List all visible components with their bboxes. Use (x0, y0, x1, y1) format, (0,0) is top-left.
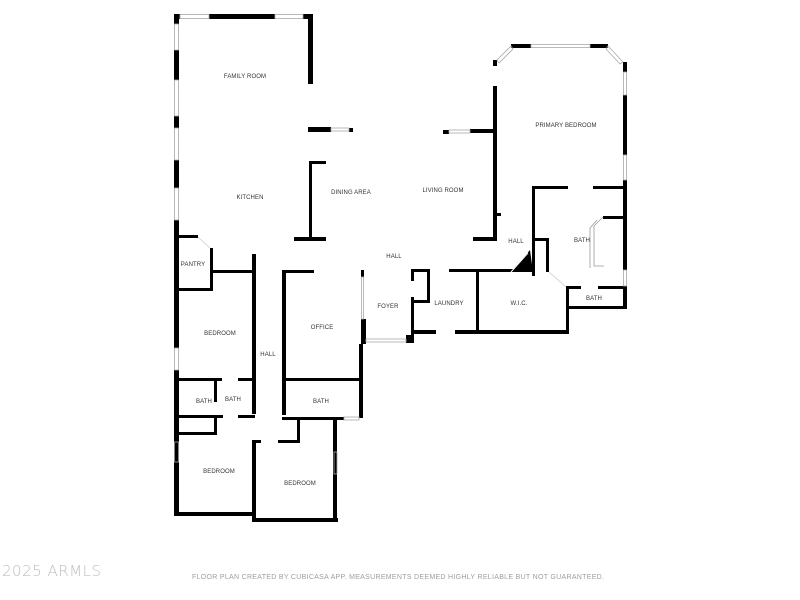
room-label-office: OFFICE (310, 325, 334, 331)
room-label-bedroom-2: BEDROOM (203, 469, 235, 475)
room-label-bedroom-3: BEDROOM (284, 481, 316, 487)
room-label-bath-primary: BATH (574, 238, 590, 244)
watermark: 2025 ARMLS (2, 562, 102, 580)
room-label-hall-west: HALL (260, 352, 276, 358)
room-label-hall-primary: HALL (508, 239, 524, 245)
room-label-foyer: FOYER (377, 304, 399, 310)
room-label-bath-primary-small: BATH (586, 296, 602, 302)
room-label-laundry: LAUNDRY (434, 301, 464, 307)
room-label-kitchen: KITCHEN (236, 195, 264, 201)
room-label-primary-bedroom: PRIMARY BEDROOM (535, 123, 597, 129)
fixtures (197, 216, 604, 288)
room-label-pantry: PANTRY (180, 262, 206, 268)
room-label-living-room: LIVING ROOM (422, 188, 464, 194)
room-label-bath-a: BATH (196, 399, 212, 405)
room-label-bath-b: BATH (225, 397, 241, 403)
walls (174, 14, 627, 522)
windows (174, 14, 627, 475)
room-label-family-room: FAMILY ROOM (223, 74, 267, 80)
room-label-dining-area: DINING AREA (331, 190, 371, 196)
disclaimer-text: FLOOR PLAN CREATED BY CUBICASA APP. MEAS… (192, 574, 605, 581)
room-label-bedroom-1: BEDROOM (204, 331, 236, 337)
room-label-wic: W.I.C. (510, 301, 528, 307)
room-label-bath-c: BATH (313, 399, 329, 405)
room-label-hall-center: HALL (386, 254, 402, 260)
